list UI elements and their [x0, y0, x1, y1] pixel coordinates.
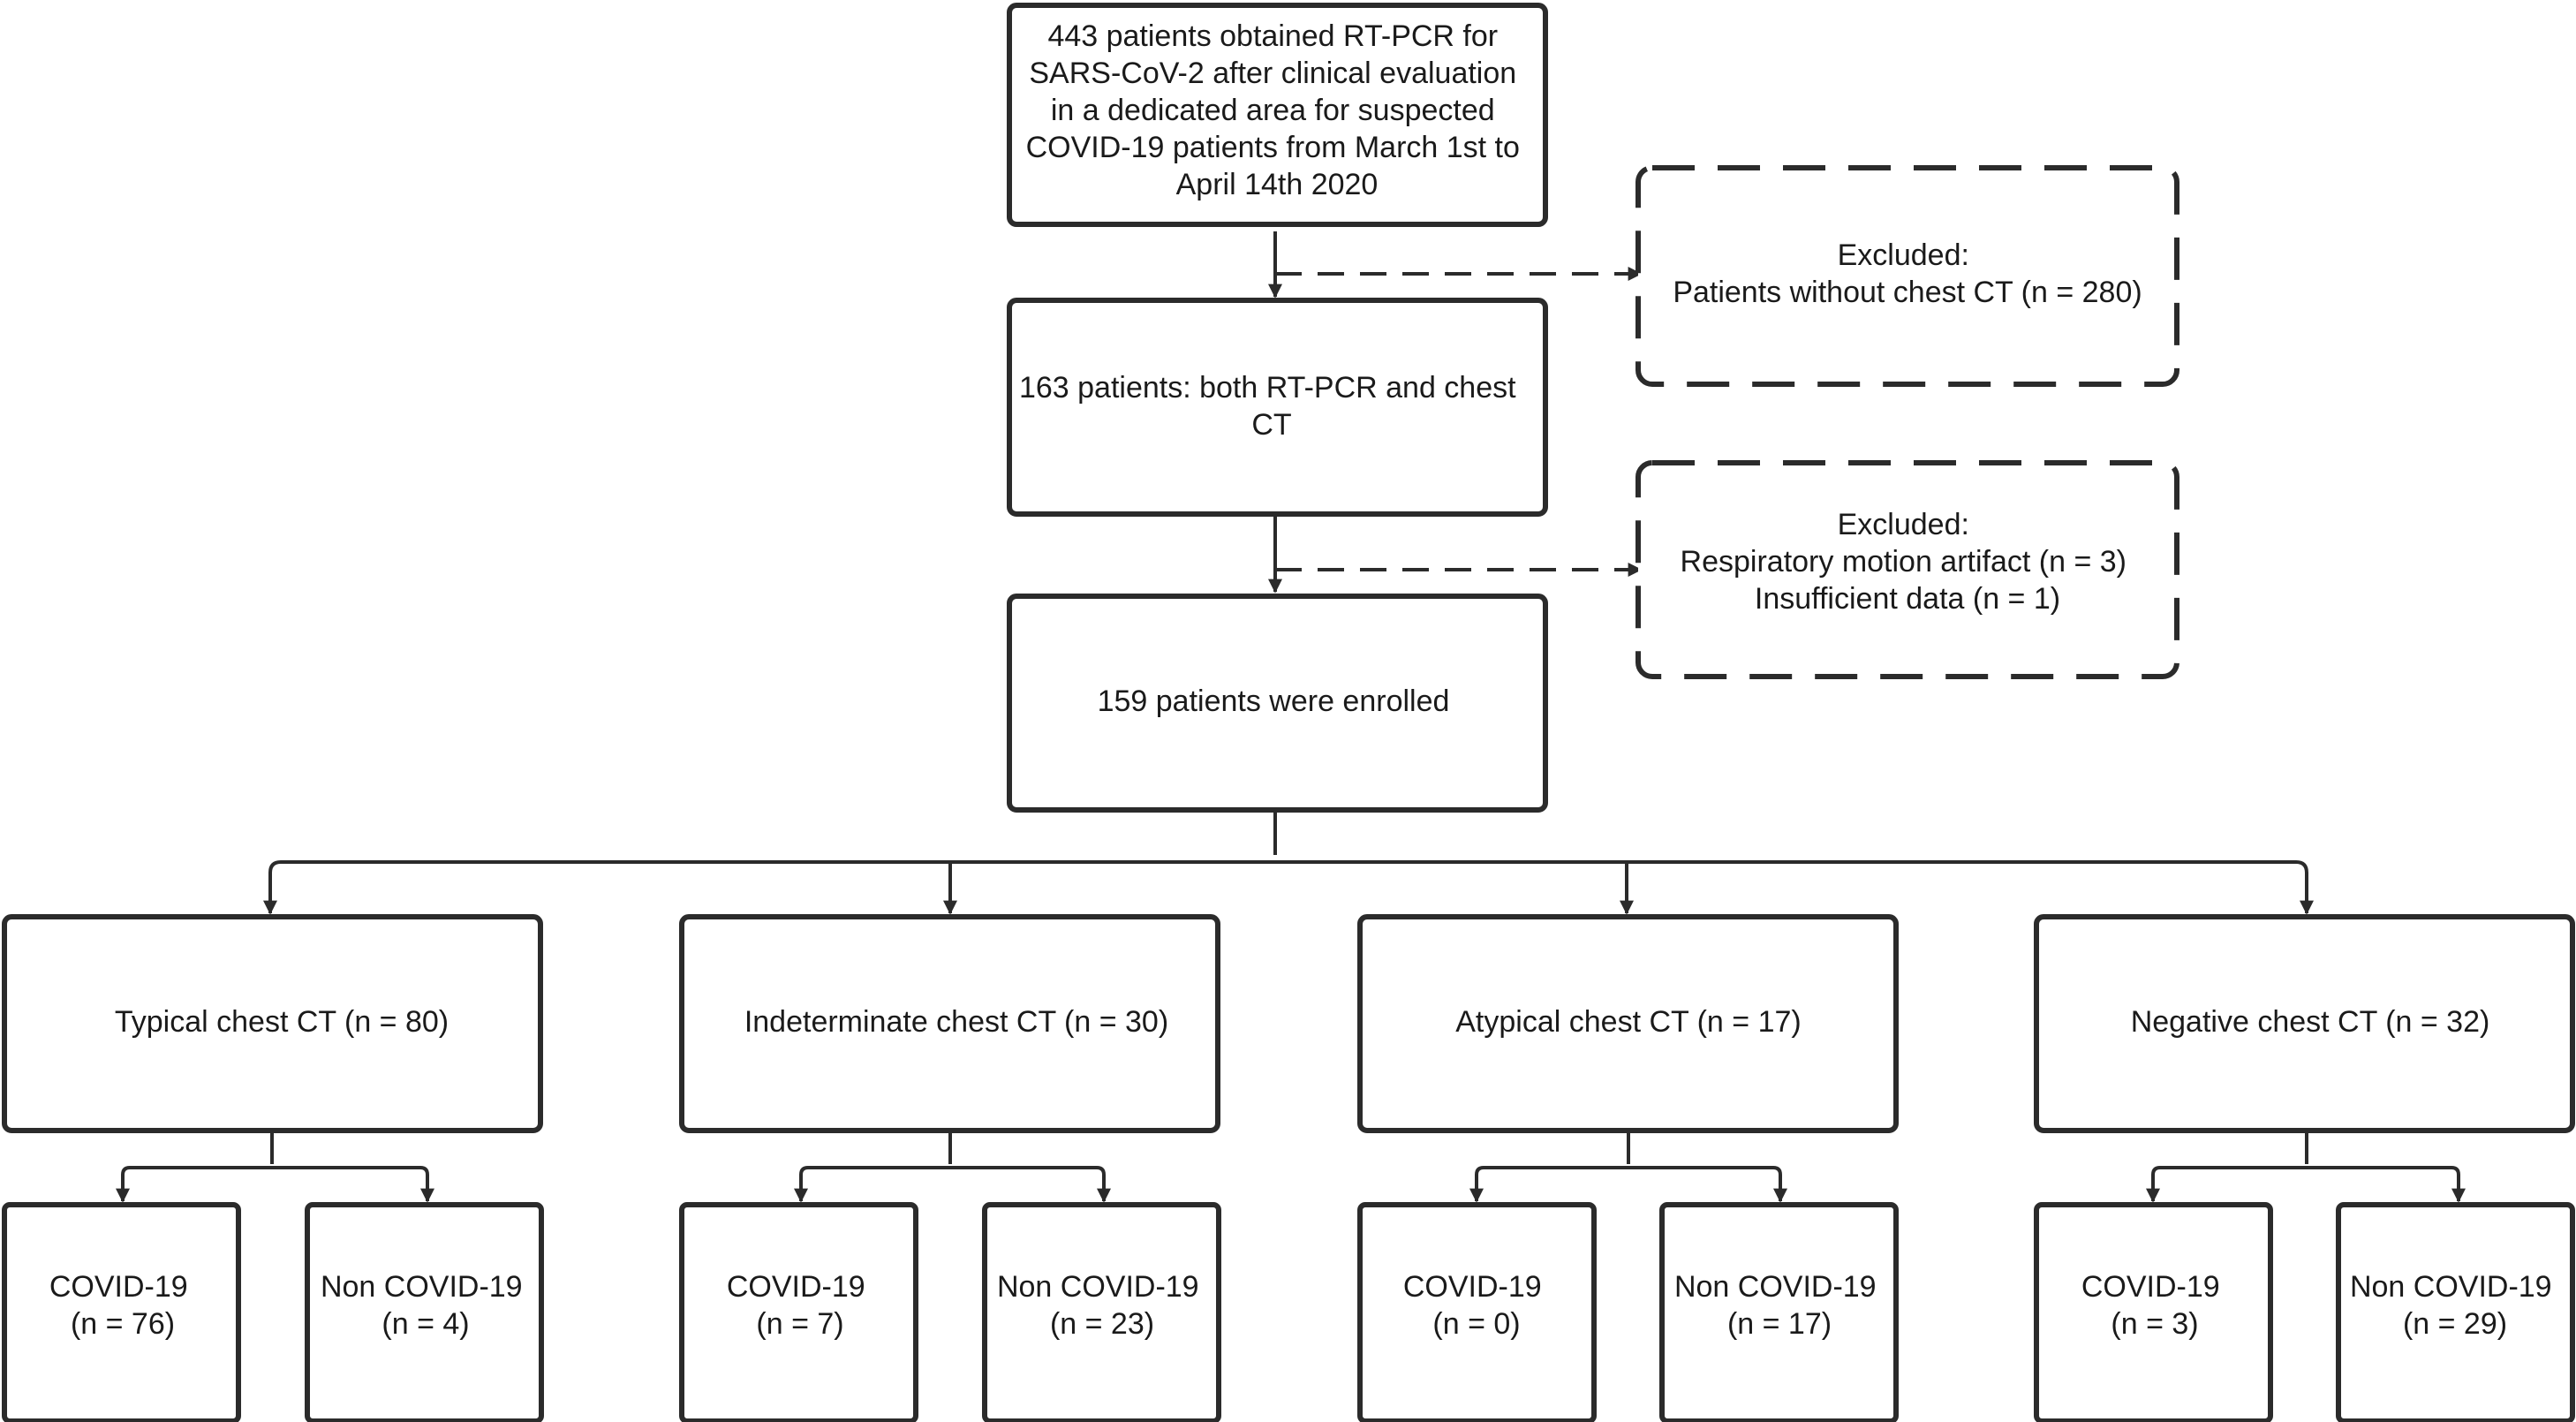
outcome-line: (n = 4)	[381, 1307, 469, 1341]
outcome-text-indeterminate-covid: COVID-19 (n = 7)	[727, 1270, 873, 1341]
exclusion-1-box	[1635, 165, 2179, 387]
enrolled-text: 159 patients were enrolled	[1098, 685, 1450, 718]
outcome-box-atypical-covid	[1357, 1202, 1597, 1422]
start-box	[1007, 3, 1548, 227]
outcome-text-negative-noncovid: Non COVID-19 (n = 29)	[2350, 1270, 2560, 1341]
enrolled-box	[1007, 594, 1548, 813]
enrolled-line: 159 patients were enrolled	[1098, 685, 1450, 718]
category-box-typical	[2, 914, 543, 1133]
outcome-line: Non COVID-19	[2350, 1270, 2552, 1304]
step-2-box	[1007, 298, 1548, 517]
category-label-indeterminate: Indeterminate chest CT (n = 30)	[744, 1005, 1168, 1039]
start-line: COVID-19 patients from March 1st to	[1026, 131, 1520, 164]
connector-cat1-bus	[121, 1166, 429, 1194]
outcome-text-atypical-noncovid: Non COVID-19 (n = 17)	[1674, 1270, 1885, 1341]
exclusion-1-line: Excluded:	[1838, 238, 1969, 272]
outcome-box-negative-noncovid	[2336, 1202, 2575, 1422]
outcome-box-negative-covid	[2034, 1202, 2273, 1422]
exclusion-2-line: Insufficient data (n = 1)	[1755, 582, 2060, 616]
outcome-line: COVID-19	[727, 1270, 865, 1304]
start-line: in a dedicated area for suspected	[1051, 94, 1495, 127]
labels-group: 443 patients obtained RT-PCR for SARS-Co…	[49, 19, 2560, 1341]
connectors-group	[116, 231, 2466, 1203]
outcome-line: (n = 29)	[2403, 1307, 2507, 1341]
exclusion-2-box	[1635, 460, 2179, 679]
start-line: April 14th 2020	[1176, 168, 1379, 201]
outcome-line: (n = 76)	[71, 1307, 175, 1341]
outcome-box-indeterminate-noncovid	[982, 1202, 1221, 1422]
outcome-line: (n = 17)	[1727, 1307, 1832, 1341]
outcome-box-typical-covid	[2, 1202, 241, 1422]
connector-cat4-bus	[2151, 1166, 2460, 1194]
category-box-negative	[2034, 914, 2575, 1133]
exclusion-1-line: Patients without chest CT (n = 280)	[1673, 276, 2142, 309]
outcome-line: (n = 23)	[1050, 1307, 1154, 1341]
boxes-group	[2, 3, 2575, 1422]
step-2-text: 163 patients: both RT-PCR and chest CT	[1019, 371, 1524, 442]
outcome-line: Non COVID-19	[321, 1270, 523, 1304]
exclusion-2-line: Excluded:	[1838, 508, 1969, 541]
outcome-line: (n = 7)	[756, 1307, 843, 1341]
outcome-line: Non COVID-19	[997, 1270, 1199, 1304]
outcome-line: COVID-19	[2081, 1270, 2220, 1304]
exclusion-2-text: Excluded: Respiratory motion artifact (n…	[1681, 508, 2135, 616]
category-label-typical: Typical chest CT (n = 80)	[115, 1005, 449, 1039]
step-2-line: CT	[1251, 408, 1291, 442]
step-2-line: 163 patients: both RT-PCR and chest	[1019, 371, 1516, 405]
connector-cat2-bus	[799, 1166, 1106, 1194]
outcome-line: Non COVID-19	[1674, 1270, 1877, 1304]
category-box-atypical	[1357, 914, 1899, 1133]
category-label-atypical: Atypical chest CT (n = 17)	[1455, 1005, 1801, 1039]
connector-category-bus	[268, 860, 2308, 908]
outcome-box-atypical-noncovid	[1659, 1202, 1899, 1422]
outcome-text-typical-noncovid: Non COVID-19 (n = 4)	[321, 1270, 531, 1341]
start-text: 443 patients obtained RT-PCR for SARS-Co…	[1026, 19, 1529, 201]
category-box-indeterminate	[679, 914, 1220, 1133]
outcome-line: (n = 3)	[2111, 1307, 2198, 1341]
start-line: SARS-CoV-2 after clinical evaluation	[1029, 57, 1516, 90]
outcome-line: (n = 0)	[1432, 1307, 1520, 1341]
outcome-text-atypical-covid: COVID-19 (n = 0)	[1403, 1270, 1550, 1341]
outcome-line: COVID-19	[49, 1270, 188, 1304]
outcome-text-negative-covid: COVID-19 (n = 3)	[2081, 1270, 2228, 1341]
connector-cat3-bus	[1475, 1166, 1782, 1194]
outcome-text-typical-covid: COVID-19 (n = 76)	[49, 1270, 196, 1341]
outcome-line: COVID-19	[1403, 1270, 1542, 1304]
outcome-box-typical-noncovid	[305, 1202, 544, 1422]
outcome-box-indeterminate-covid	[679, 1202, 918, 1422]
outcome-text-indeterminate-noncovid: Non COVID-19 (n = 23)	[997, 1270, 1207, 1341]
exclusion-2-line: Respiratory motion artifact (n = 3)	[1681, 545, 2127, 579]
category-label-negative: Negative chest CT (n = 32)	[2131, 1005, 2490, 1039]
start-line: 443 patients obtained RT-PCR for	[1047, 19, 1498, 53]
exclusion-1-text: Excluded: Patients without chest CT (n =…	[1673, 238, 2142, 309]
